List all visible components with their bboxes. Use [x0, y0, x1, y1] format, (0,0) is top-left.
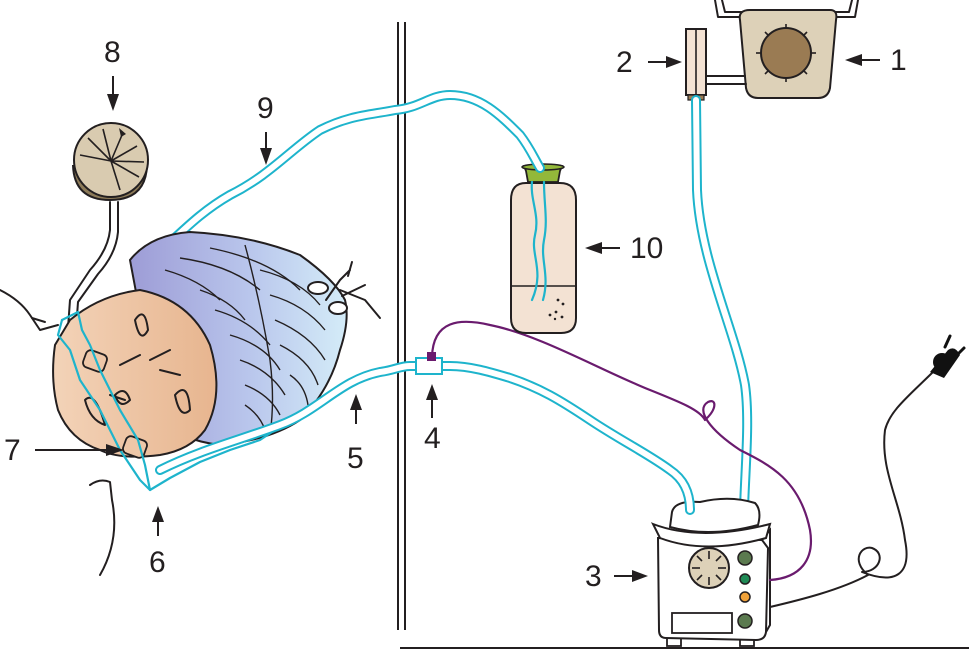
svg-text:5: 5	[347, 442, 364, 475]
pressure-gauge	[67, 122, 149, 331]
sensor-cable	[430, 320, 813, 582]
vacuum-regulator	[705, 0, 859, 99]
svg-text:1: 1	[890, 44, 907, 77]
callout-4: 4	[424, 384, 441, 455]
svg-text:8: 8	[104, 36, 121, 69]
callout-1: 1	[845, 44, 907, 77]
callout-8: 8	[104, 36, 121, 111]
svg-text:7: 7	[4, 434, 21, 467]
power-cable	[769, 369, 936, 608]
pump-unit	[650, 497, 772, 647]
wall-connector	[685, 28, 707, 101]
svg-text:2: 2	[616, 46, 633, 79]
callout-5: 5	[347, 394, 364, 475]
plug-icon	[930, 334, 966, 378]
callout-3: 3	[585, 560, 648, 593]
patient-head	[0, 230, 381, 576]
pump-button-1[interactable]	[737, 550, 753, 566]
callout-9: 9	[257, 92, 274, 165]
svg-text:9: 9	[257, 92, 274, 125]
foam-pad-upper	[82, 349, 108, 373]
pump-button-4[interactable]	[737, 613, 753, 629]
callout-2: 2	[616, 46, 682, 79]
callout-10: 10	[585, 232, 663, 265]
svg-text:6: 6	[149, 546, 166, 579]
drape-knot	[307, 261, 381, 319]
wound-dressing-film	[60, 310, 292, 492]
pump-button-2[interactable]	[739, 573, 751, 585]
pressure-sensor-port	[415, 352, 443, 375]
pump-button-3[interactable]	[739, 591, 751, 603]
pump-display	[671, 612, 733, 634]
face	[52, 288, 218, 458]
wall	[397, 22, 406, 630]
svg-text:10: 10	[630, 232, 663, 265]
svg-text:4: 4	[424, 422, 441, 455]
callout-6: 6	[149, 506, 166, 579]
svg-text:3: 3	[585, 560, 602, 593]
collection-canister	[510, 163, 577, 334]
callout-7: 7	[4, 434, 124, 467]
